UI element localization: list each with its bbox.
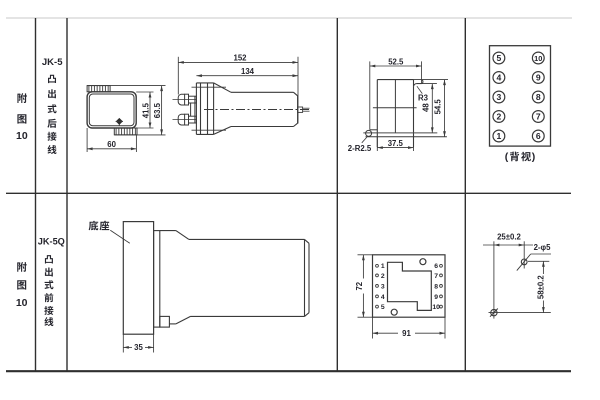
svg-text:1: 1 — [381, 263, 385, 270]
svg-text:9: 9 — [434, 294, 438, 301]
svg-text:): ) — [532, 151, 536, 163]
svg-text:3: 3 — [497, 92, 502, 102]
svg-text:25±0.2: 25±0.2 — [497, 233, 521, 242]
svg-text:35: 35 — [134, 343, 143, 352]
svg-text:1: 1 — [497, 131, 502, 141]
svg-text:2-R2.5: 2-R2.5 — [348, 144, 372, 153]
svg-text:6: 6 — [434, 263, 438, 270]
svg-text:10: 10 — [432, 304, 440, 311]
svg-text:10: 10 — [534, 54, 542, 63]
svg-text:152: 152 — [233, 53, 247, 62]
svg-text:(: ( — [505, 151, 509, 163]
svg-text:4: 4 — [497, 73, 502, 83]
svg-text:9: 9 — [536, 73, 541, 83]
svg-text:R3: R3 — [418, 94, 429, 103]
svg-text:5: 5 — [381, 304, 385, 311]
svg-text:6: 6 — [536, 131, 541, 141]
svg-text:2: 2 — [381, 273, 385, 280]
svg-text:63.5: 63.5 — [153, 102, 162, 118]
svg-text:91: 91 — [402, 329, 411, 338]
svg-text:134: 134 — [241, 67, 255, 76]
svg-text:JK-5: JK-5 — [42, 57, 63, 68]
svg-text:7: 7 — [536, 112, 541, 122]
svg-text:8: 8 — [536, 92, 541, 102]
svg-text:4: 4 — [381, 294, 385, 301]
svg-text:48: 48 — [422, 103, 431, 112]
svg-text:3: 3 — [381, 283, 385, 290]
svg-text:60: 60 — [107, 140, 116, 149]
svg-text:37.5: 37.5 — [388, 139, 404, 148]
svg-text:72: 72 — [355, 281, 364, 290]
svg-text:7: 7 — [434, 273, 438, 280]
svg-text:JK-5Q: JK-5Q — [38, 237, 65, 247]
svg-text:54.5: 54.5 — [434, 99, 443, 115]
svg-text:8: 8 — [434, 283, 438, 290]
svg-text:10: 10 — [16, 297, 28, 309]
svg-text:5: 5 — [497, 53, 502, 63]
svg-text:52.5: 52.5 — [388, 57, 404, 66]
svg-text:2-φ5: 2-φ5 — [534, 243, 552, 252]
svg-text:41.5: 41.5 — [141, 102, 150, 118]
svg-text:2: 2 — [497, 112, 502, 122]
svg-text:58±0.2: 58±0.2 — [537, 275, 546, 299]
svg-text:10: 10 — [16, 130, 28, 142]
